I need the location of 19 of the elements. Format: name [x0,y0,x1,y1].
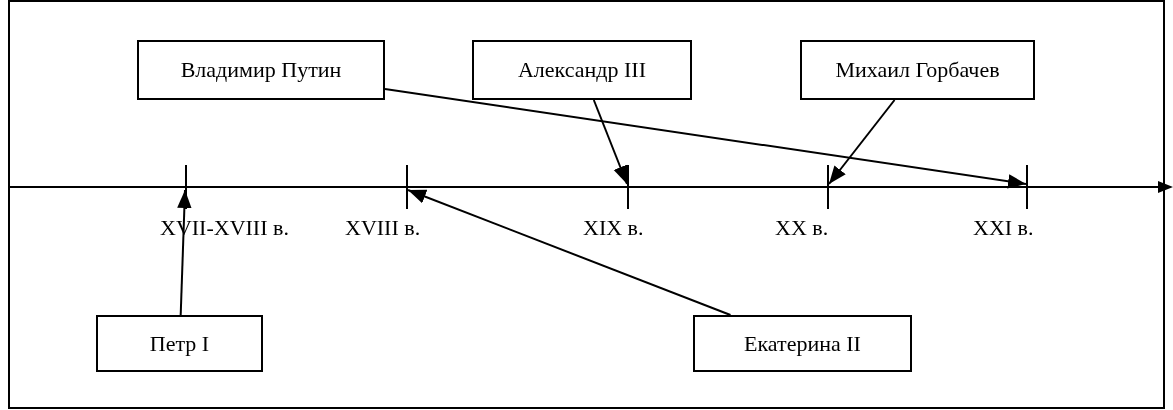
tick-mark [1026,165,1028,209]
tick-mark [827,165,829,209]
name-box: Александр III [472,40,692,100]
name-box: Екатерина II [693,315,912,372]
arrow [592,99,628,185]
tick-mark [185,165,187,209]
arrow [407,189,732,316]
tick-mark [406,165,408,209]
name-box: Петр I [96,315,263,372]
name-box: Владимир Путин [137,40,385,100]
name-box: Михаил Горбачев [800,40,1035,100]
century-label: XXI в. [973,215,1034,241]
century-label: XVIII в. [345,215,421,241]
century-label: XIX в. [583,215,644,241]
arrow [384,87,1027,189]
arrow [828,99,896,185]
century-label: XX в. [775,215,829,241]
arrow [177,189,192,316]
tick-mark [627,165,629,209]
